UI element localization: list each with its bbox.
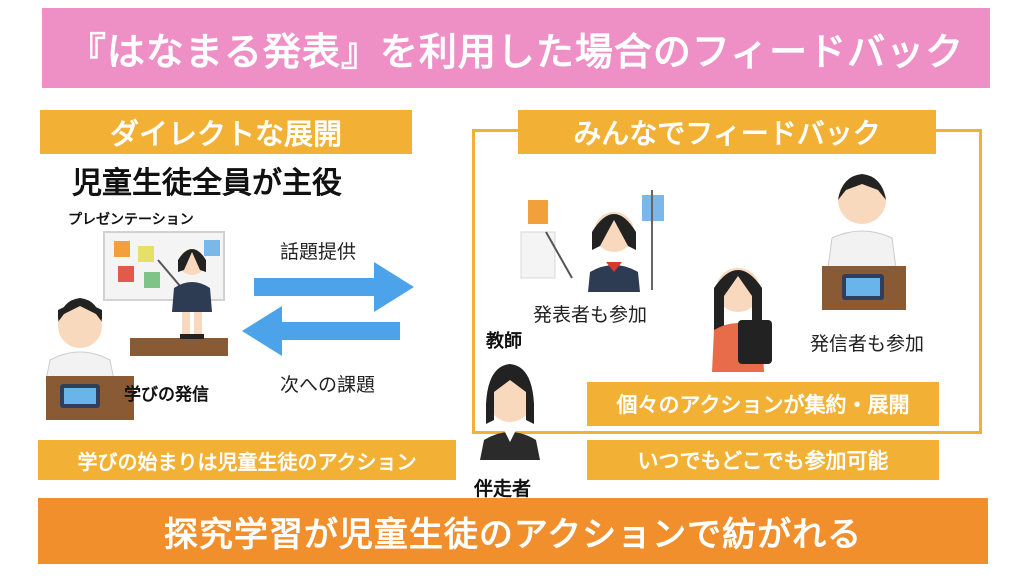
sender-label: 発信者も参加	[810, 333, 925, 355]
presenter-student-illustration	[172, 249, 212, 339]
arrow-bottom-label: 次への課題	[280, 374, 376, 396]
arrow-top-label: 話題提供	[280, 241, 357, 263]
right-heading: みんなでフィードバック	[518, 110, 936, 154]
anytime-box: いつでもどこでも参加可能	[587, 440, 939, 480]
presenter-label: 発表者も参加	[533, 304, 648, 326]
tablet-student-illustration	[45, 298, 134, 420]
tablet-boy-illustration	[822, 174, 906, 310]
left-heading: ダイレクトな展開	[40, 110, 412, 154]
arrow-right	[254, 262, 414, 312]
learning-label: 学びの発信	[124, 385, 209, 405]
teacher-label: 教師	[486, 331, 522, 352]
tablet-girl-illustration	[712, 268, 772, 372]
left-subtitle: 児童生徒全員が主役	[72, 166, 342, 201]
left-bottom-box: 学びの始まりは児童生徒のアクション	[38, 440, 456, 480]
teacher-illustration	[480, 364, 540, 460]
arrow-left	[242, 306, 400, 356]
presenter-girl-illustration	[520, 190, 664, 292]
page-title: 『はなまる発表』を利用した場合のフィードバック	[42, 8, 990, 88]
actions-box: 個々のアクションが集約・展開	[587, 382, 939, 426]
presentation-label: プレゼンテーション	[68, 212, 194, 228]
companion-label: 伴走者	[474, 478, 532, 500]
footer-banner: 探究学習が児童生徒のアクションで紡がれる	[38, 498, 988, 564]
